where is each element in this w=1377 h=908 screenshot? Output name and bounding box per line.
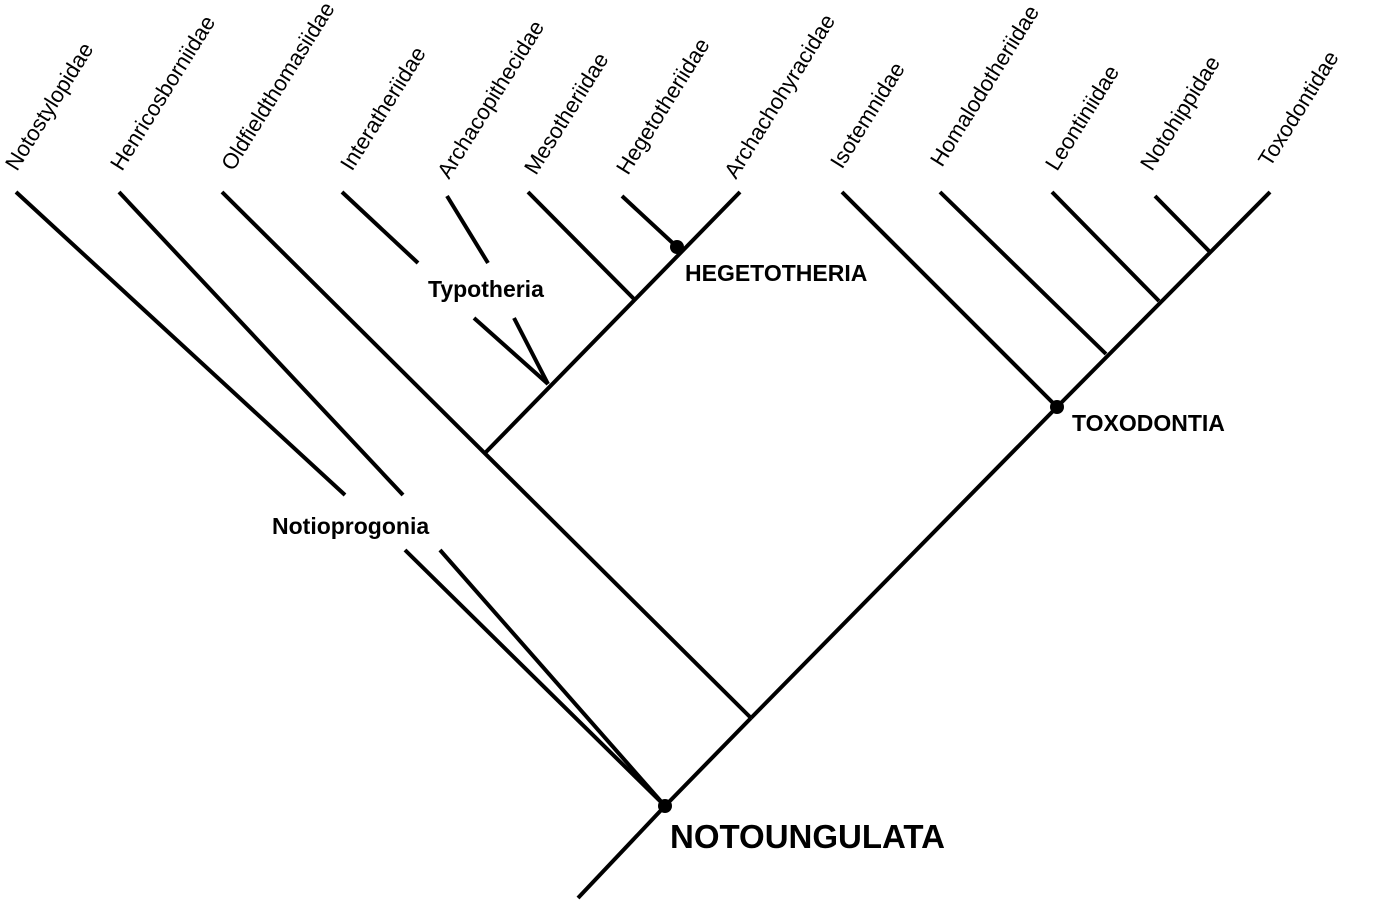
branch-archacopithecidae-upper: [445, 194, 490, 265]
clade-nodes: [658, 240, 1064, 813]
taxon-label-notostylopidae: Notostylopidae: [0, 38, 98, 175]
branch-hegetotheriidae: [620, 194, 679, 249]
branch-notostylopidae-upper: [14, 190, 347, 497]
taxon-label-archachohyracidae: Archachohyracidae: [719, 10, 840, 183]
branch-interatheriidae-lower: [472, 316, 550, 386]
branch-notohippidae: [1153, 194, 1212, 254]
taxon-label-hegetotheriidae: Hegetotheriidae: [611, 34, 715, 179]
branch-oldfieldthomasiidae: [220, 190, 753, 720]
branch-isotemnidae: [840, 190, 1059, 409]
branch-mesotheriidae: [526, 190, 636, 301]
taxon-label-leontiniidae: Leontiniidae: [1040, 61, 1124, 175]
branches: [14, 190, 1272, 900]
taxon-label-mesotheriidae: Mesotheriidae: [519, 48, 613, 178]
taxon-label-toxodontidae: Toxodontidae: [1253, 46, 1344, 170]
branch-archacopithecidae-lower: [512, 317, 550, 385]
clade-label-notoungulata: NOTOUNGULATA: [670, 818, 945, 855]
branch-toxodontia-group-to-toxodontia: [749, 405, 1059, 720]
branch-notostylopidae-lower: [403, 548, 667, 808]
clade-labels: Typotheria HEGETOTHERIA TOXODONTIA Notio…: [272, 260, 1225, 855]
branch-typotheria-group-to-hegetotheria: [484, 190, 742, 454]
branch-toxodontia-to-toxodontidae: [1055, 190, 1272, 409]
taxon-label-interatheriidae: Interatheriidae: [335, 42, 431, 175]
taxon-label-homalodotheriidae: Homalodotheriidae: [925, 1, 1044, 171]
taxon-label-henricosborniidae: Henricosborniidae: [105, 11, 220, 175]
node-hegetotheria: [670, 240, 684, 254]
node-notoungulata: [658, 799, 672, 813]
branch-notoungulata-to-toxodontia-group: [663, 716, 753, 808]
taxon-label-oldfieldthomasiidae: Oldfieldthomasiidae: [216, 0, 340, 175]
taxon-label-isotemnidae: Isotemnidae: [825, 58, 910, 173]
branch-homalodotheriidae: [938, 190, 1108, 356]
clade-label-hegetotheria: HEGETOTHERIA: [685, 260, 867, 286]
branch-interatheriidae-upper: [340, 190, 420, 265]
clade-label-toxodontia: TOXODONTIA: [1072, 410, 1225, 436]
taxon-label-notohippidae: Notohippidae: [1135, 51, 1225, 174]
node-toxodontia: [1050, 400, 1064, 414]
branch-henricosborniidae-lower: [438, 548, 667, 808]
branch-henricosborniidae-upper: [117, 190, 405, 497]
taxon-labels: Notostylopidae Henricosborniidae Oldfiel…: [0, 0, 1344, 183]
branch-leontiniidae: [1050, 190, 1161, 303]
root-stem: [576, 804, 667, 900]
clade-label-notioprogonia: Notioprogonia: [272, 513, 429, 539]
clade-label-typotheria: Typotheria: [428, 276, 544, 302]
